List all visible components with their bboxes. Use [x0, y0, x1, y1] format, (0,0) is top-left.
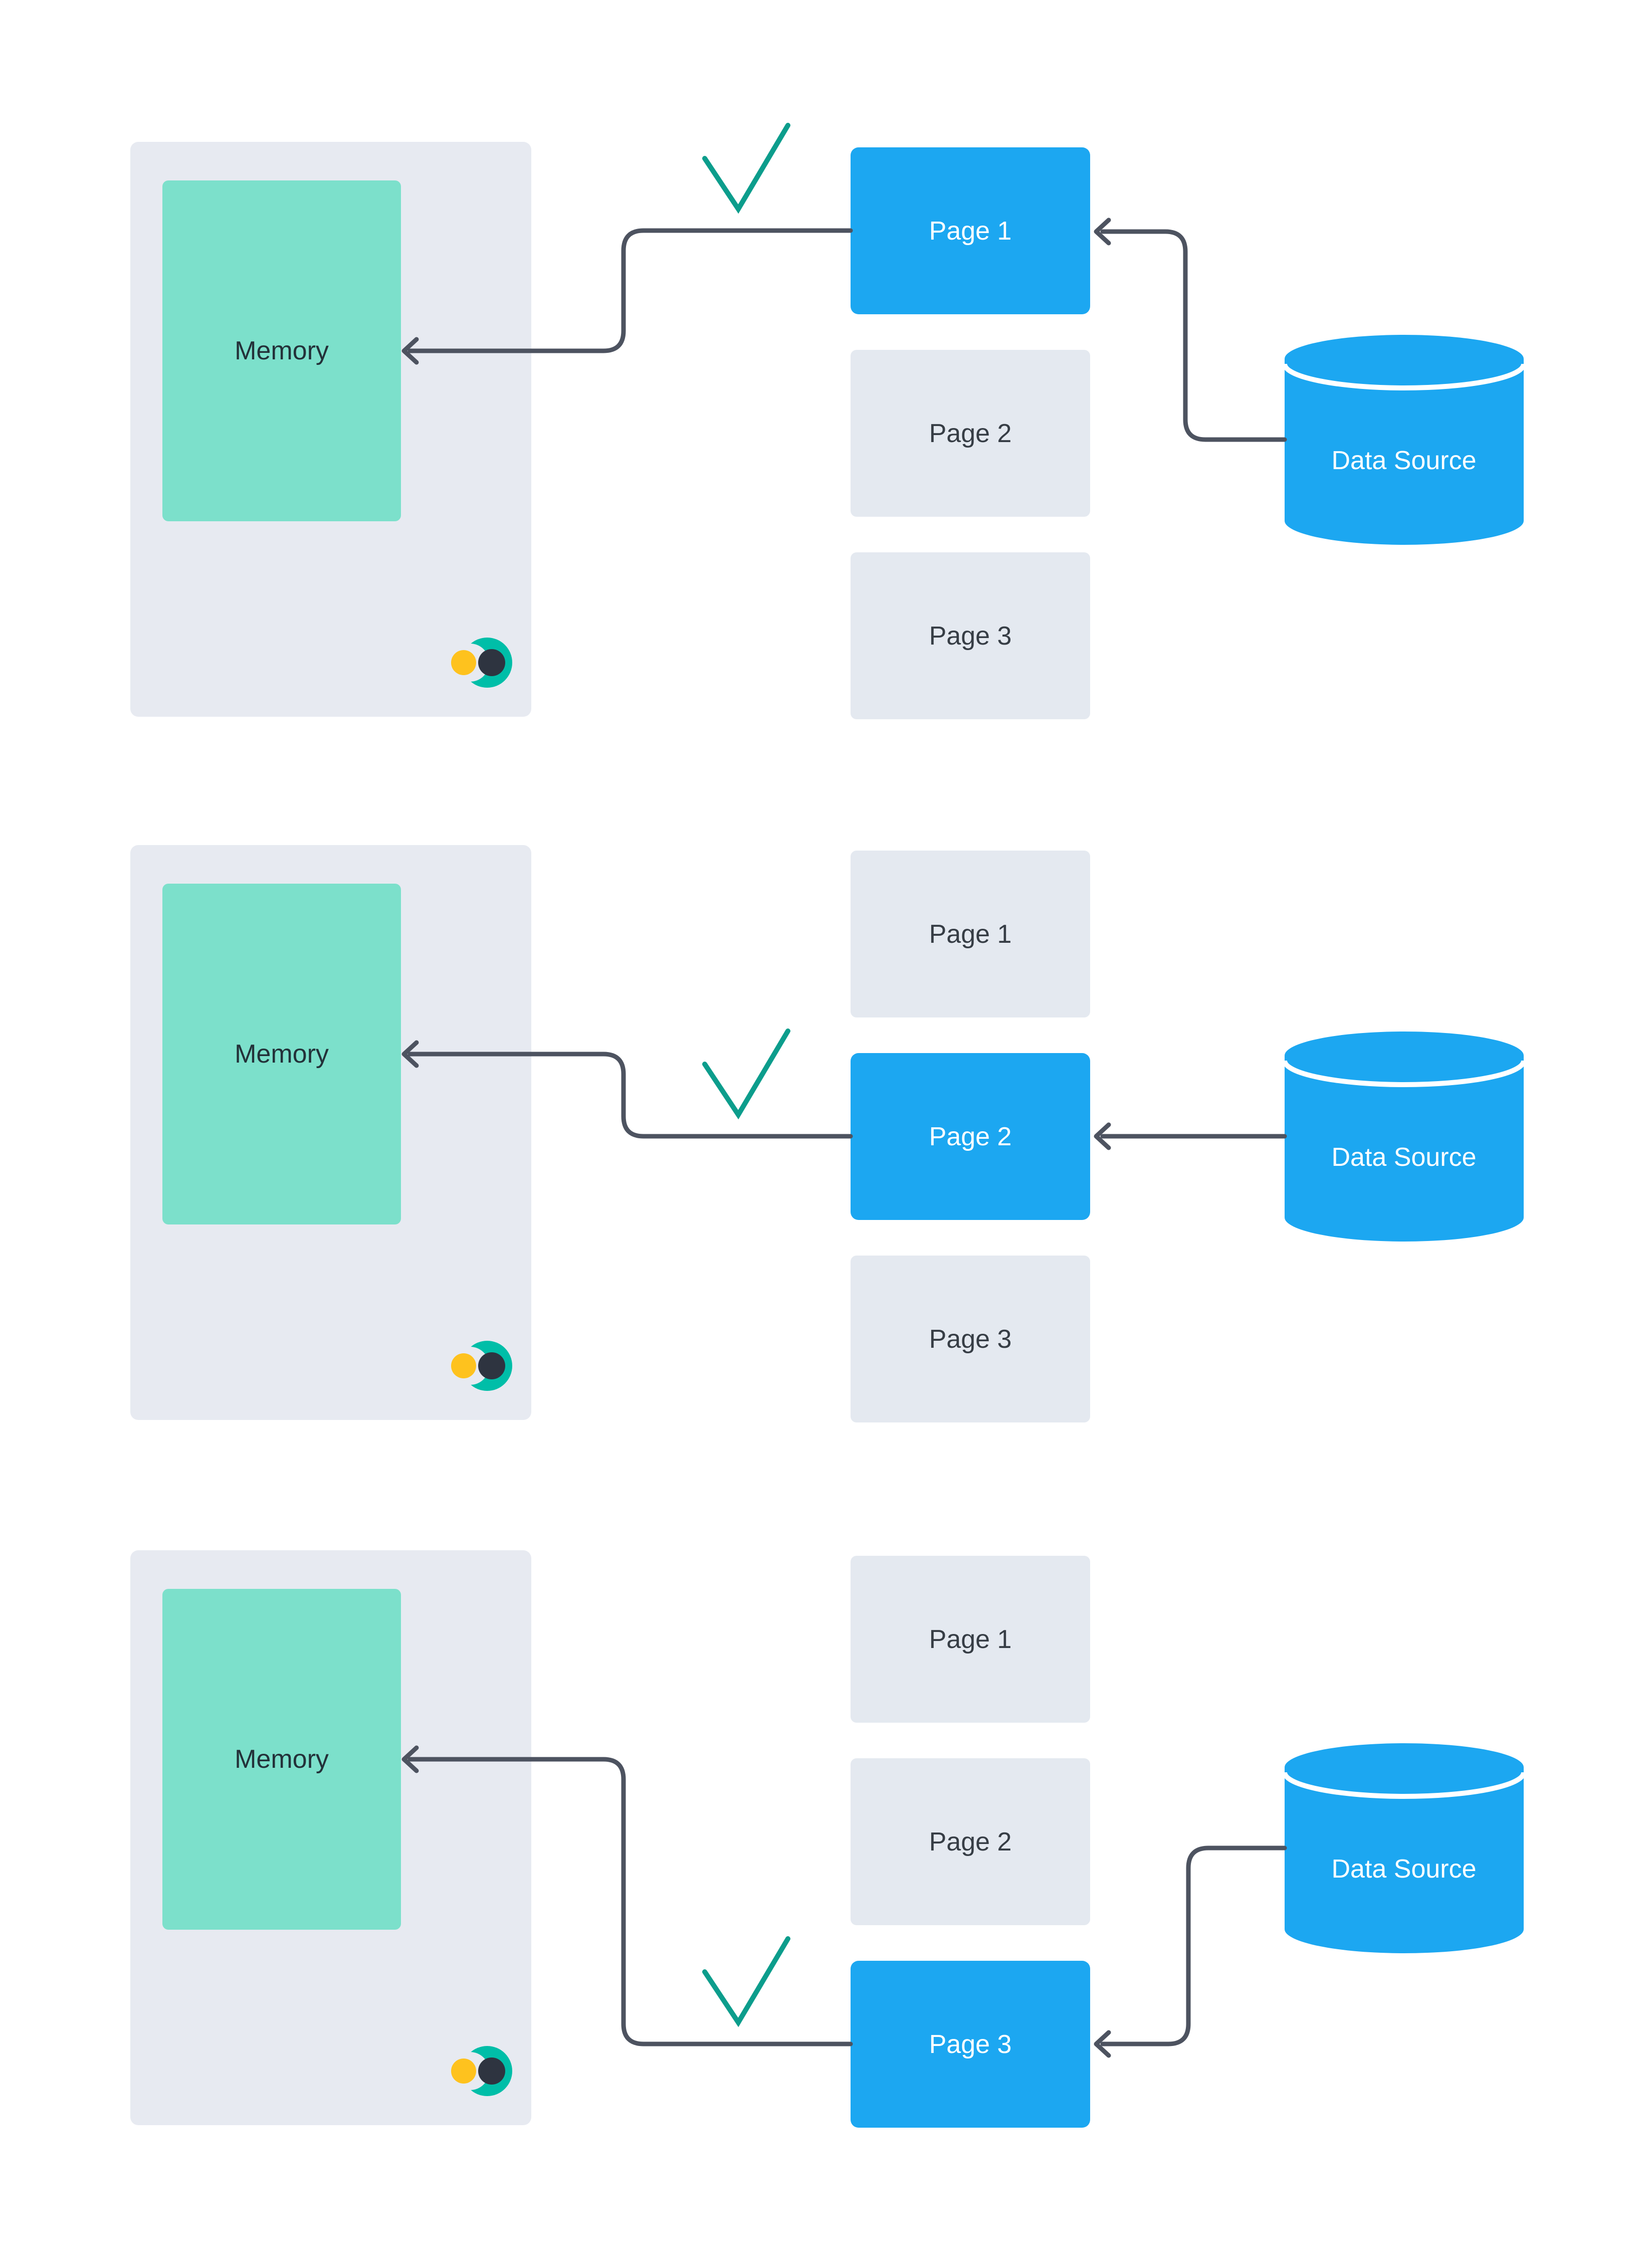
page-label: Page 1	[929, 919, 1012, 949]
page-box: Page 2	[851, 1758, 1090, 1925]
page-label: Page 1	[929, 216, 1012, 246]
database-cylinder-icon: Data Source	[1282, 335, 1526, 545]
page-box: Page 1	[851, 1556, 1090, 1723]
page-label: Page 2	[929, 1827, 1012, 1857]
memory-box: Memory	[162, 884, 401, 1224]
page-box: Page 2	[851, 350, 1090, 517]
memory-container: Memory	[130, 142, 531, 717]
arrow-left-icon	[1094, 2030, 1111, 2058]
page-box: Page 1	[851, 851, 1090, 1017]
checkmark-icon	[702, 1029, 790, 1120]
page-box-active: Page 1	[851, 147, 1090, 314]
page-label: Page 3	[929, 621, 1012, 651]
arrow-left-icon	[1094, 1122, 1111, 1150]
page-label: Page 2	[929, 419, 1012, 448]
arrow-left-icon	[1094, 218, 1111, 246]
page-box: Page 3	[851, 552, 1090, 719]
memory-label: Memory	[235, 1040, 329, 1069]
page-label: Page 3	[929, 2029, 1012, 2059]
memory-box: Memory	[162, 180, 401, 521]
connector-datasource-to-page	[1100, 229, 1287, 442]
page-label: Page 1	[929, 1624, 1012, 1654]
datasource-label: Data Source	[1331, 1855, 1476, 1884]
checkmark-icon	[702, 123, 790, 214]
memory-label: Memory	[235, 1745, 329, 1774]
page-box-active: Page 3	[851, 1961, 1090, 2128]
memory-label: Memory	[235, 336, 329, 365]
memory-container: Memory	[130, 845, 531, 1420]
datasource-label: Data Source	[1331, 446, 1476, 475]
database-cylinder-icon: Data Source	[1282, 1743, 1526, 1953]
page-label: Page 2	[929, 1122, 1012, 1151]
page-label: Page 3	[929, 1324, 1012, 1354]
page-box-active: Page 2	[851, 1053, 1090, 1220]
checkmark-icon	[702, 1936, 790, 2027]
datasource-label: Data Source	[1331, 1143, 1476, 1172]
memory-container: Memory	[130, 1550, 531, 2125]
page-box: Page 3	[851, 1256, 1090, 1422]
memory-box: Memory	[162, 1589, 401, 1930]
connector-datasource-to-page	[1100, 1845, 1287, 2046]
database-cylinder-icon: Data Source	[1282, 1032, 1526, 1242]
